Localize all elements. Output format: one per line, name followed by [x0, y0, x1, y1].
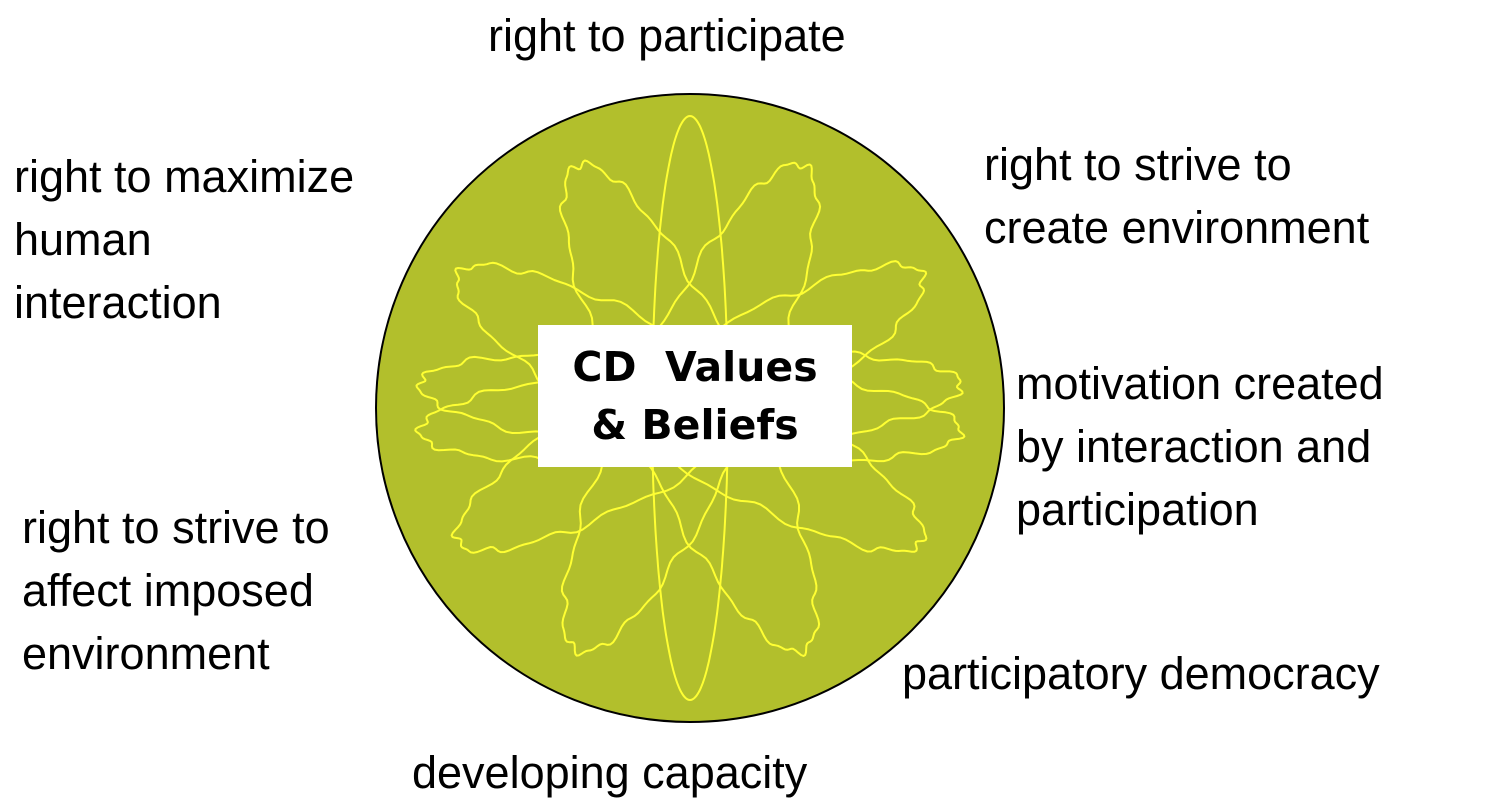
label-developing-capacity: developing capacity: [412, 747, 808, 798]
center-title-line-1: CD Values: [572, 343, 818, 391]
label-right-to-maximize-human-interaction: right to maximize human interaction: [14, 151, 355, 328]
center-values-box: CD Values & Beliefs: [538, 325, 852, 467]
label-right-to-participate: right to participate: [488, 10, 846, 61]
center-title-line-2: & Beliefs: [591, 401, 799, 449]
label-motivation-created: motivation created by interaction and pa…: [1016, 358, 1384, 535]
petal-outline: [558, 159, 821, 657]
petal-outline: [560, 161, 822, 657]
label-right-to-strive-to-affect-imposed-environment: right to strive to affect imposed enviro…: [22, 502, 330, 679]
label-participatory-democracy: participatory democracy: [902, 648, 1380, 699]
petal-outline: [651, 115, 729, 701]
label-right-to-strive-to-create-environment: right to strive to create environment: [984, 139, 1370, 253]
